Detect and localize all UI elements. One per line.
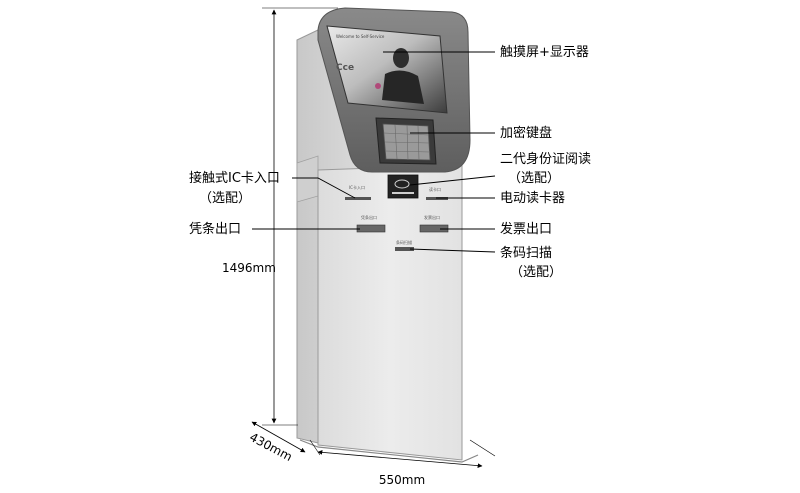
depth-dim-line	[251, 421, 306, 453]
label-id-reader-line1: 二代身份证阅读	[500, 151, 591, 167]
motorized-card-slot[interactable]	[426, 197, 448, 200]
screen-person-head	[393, 48, 409, 68]
barcode-scanner-window[interactable]	[395, 247, 414, 251]
callout-labels: 触摸屏+显示器 加密键盘 二代身份证阅读 （选配） 电动读卡器 发票出口 条码扫…	[189, 45, 591, 280]
kiosk-column-front	[317, 164, 463, 461]
depth-value: 430mm	[247, 430, 294, 464]
label-touchscreen-display: 触摸屏+显示器	[500, 45, 589, 60]
width-ext-right	[469, 439, 496, 457]
barcode-slot-label: 条码扫描	[396, 239, 412, 245]
keypad-grid	[383, 124, 431, 161]
width-dim-line	[317, 449, 483, 469]
label-receipt-outlet: 凭条出口	[189, 221, 241, 237]
invoice-outlet-slot[interactable]	[419, 224, 449, 233]
label-id-reader-line2: （选配）	[508, 171, 560, 186]
line-barcode	[409, 248, 496, 253]
kiosk-rear-step	[296, 155, 319, 203]
card-slot-label: 读卡口	[429, 186, 441, 192]
callout-lines	[252, 51, 496, 253]
ic-slot-label: IC卡入口	[349, 184, 365, 190]
label-barcode-scan-line2: （选配）	[510, 265, 562, 280]
dimension-width: 550mm	[309, 439, 496, 487]
screen-banner-text: Welcome to Self-Service	[336, 34, 385, 39]
encrypted-keypad[interactable]	[375, 117, 437, 165]
receipt-outlet-slot[interactable]	[356, 224, 386, 233]
label-barcode-scan-line1: 条码扫描	[500, 245, 552, 261]
line-id-reader	[409, 175, 496, 186]
height-value: 1496mm	[222, 261, 276, 275]
id-reader-plate[interactable]	[387, 174, 419, 199]
invoice-slot-label: 发票出口	[424, 214, 440, 220]
kiosk-slots: IC卡入口 读卡口 凭条出口 发票出口 条码扫描	[345, 184, 449, 251]
label-card-reader: 电动读卡器	[500, 191, 565, 206]
id-reader-logo-icon	[394, 179, 410, 189]
label-contact-ic-line1: 接触式IC卡入口	[189, 170, 280, 186]
label-contact-ic-line2: （选配）	[199, 191, 251, 206]
screen-accent-circle	[375, 83, 381, 89]
id-card-reader[interactable]	[387, 174, 419, 199]
screen-logo-text: Cce	[336, 63, 354, 73]
id-reader-label-strip	[392, 192, 414, 194]
label-invoice-outlet: 发票出口	[500, 221, 552, 237]
dimension-height: 1496mm	[222, 7, 338, 426]
dimension-depth: 430mm	[247, 421, 306, 464]
width-value: 550mm	[379, 473, 425, 487]
label-keypad: 加密键盘	[500, 125, 552, 141]
ic-card-slot[interactable]	[345, 197, 371, 200]
receipt-slot-label: 凭条出口	[361, 214, 377, 220]
line-contact-ic	[292, 177, 356, 199]
touchscreen[interactable]: Welcome to Self-Service Cce	[326, 25, 448, 114]
screen-person-body	[382, 70, 424, 104]
